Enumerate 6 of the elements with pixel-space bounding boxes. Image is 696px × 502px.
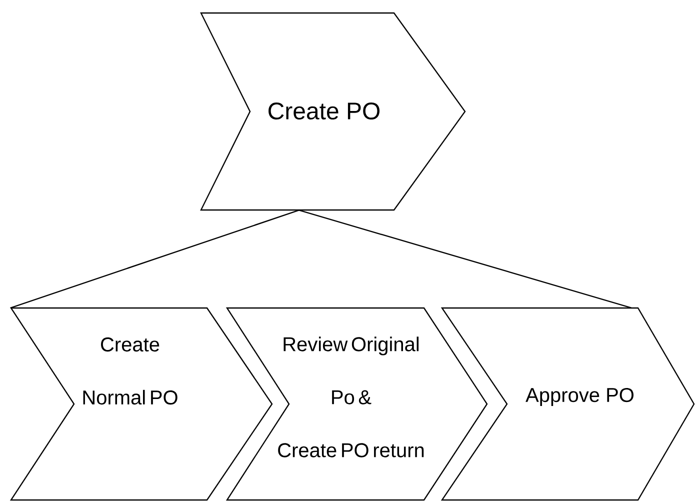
process-step: Create Normal PO [10, 307, 273, 501]
process-step: Create PO [200, 12, 466, 211]
process-step: Review Original Po & Create PO return [226, 307, 488, 501]
process-step: Approve PO [440, 307, 695, 501]
connector-line [10, 210, 300, 308]
connector-line [298, 210, 632, 308]
